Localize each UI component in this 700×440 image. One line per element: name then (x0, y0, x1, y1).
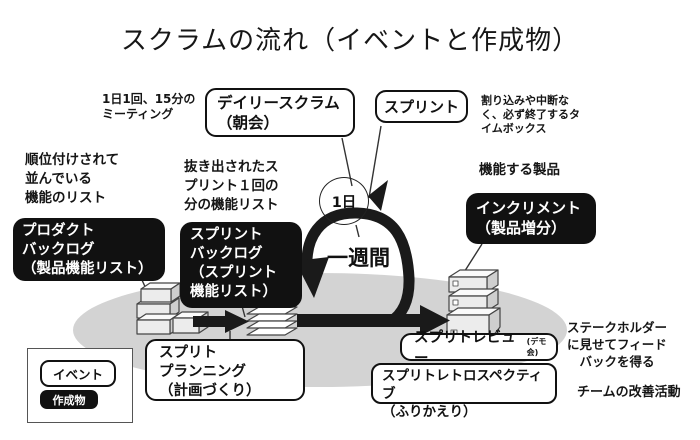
sprint-review-label: スプリトレビュー (414, 330, 516, 367)
note-stakeholder-feedback: ステークホルダー に見せてフィード バックを得る (567, 320, 668, 369)
note-working-product: 機能する製品 (479, 162, 560, 178)
product-backlog-stack-icon (136, 282, 209, 335)
weekly-loop-arrow (301, 207, 415, 327)
planning-arrow (193, 310, 249, 333)
event-sprint-retrospective: スプリトレトロスペクティブ （ふりかえり） (371, 363, 557, 420)
legend-event-pill: イベント (40, 360, 116, 387)
artifact-increment: インクリメント （製品増分） (466, 193, 596, 244)
artifact-product-backlog: プロダクト バックログ （製品機能リスト） (13, 218, 165, 281)
note-daily-meeting: 1日1回、15分の ミーティング (102, 92, 196, 121)
note-team-improvement: チームの改善活動 (577, 385, 681, 400)
weekly-loop-arrowhead (295, 257, 329, 298)
sprint-review-sub-label: (デモ会) (526, 337, 547, 357)
sprint-backlog-sheets-icon (246, 306, 298, 336)
event-daily-scrum: デイリースクラム （朝会） (205, 88, 355, 137)
event-sprint-review: スプリトレビュー (デモ会) (400, 330, 558, 367)
event-sprint-planning: スプリト プランニング （計画づくり） (145, 339, 305, 401)
event-sprint: スプリント (375, 90, 468, 123)
note-timebox: 割り込みや中断な く、必ず終了するタ イムボックス (481, 94, 580, 135)
note-prioritized-list: 順位付けされて 並んでいる 機能のリスト (25, 152, 120, 206)
legend-artifact-pill: 作成物 (40, 390, 98, 409)
artifact-sprint-backlog: スプリント バックログ （スプリント 機能リスト） (180, 222, 302, 308)
daily-loop-arrowhead (368, 180, 388, 211)
diagram-title: スクラムの流れ（イベントと作成物） (120, 26, 580, 56)
one-week-label: 一週間 (327, 246, 390, 270)
one-day-circle: 1日 (319, 177, 369, 225)
note-extracted-list: 抜き出されたス プリント１回の 分の機能リスト (184, 159, 279, 213)
legend: イベント 作成物 (27, 348, 133, 423)
